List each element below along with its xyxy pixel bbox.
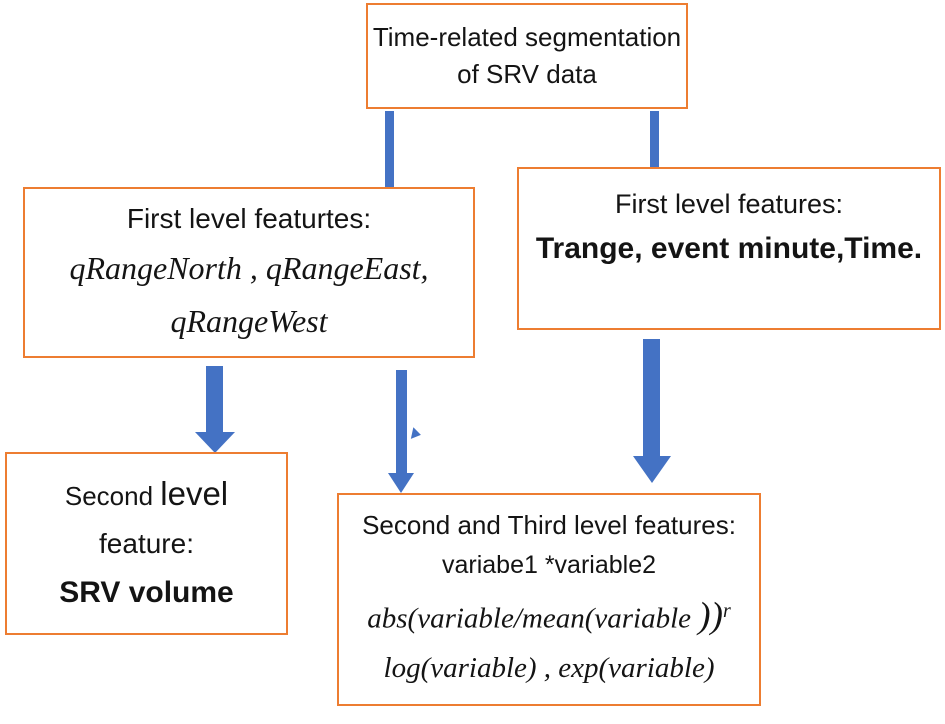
box-time-related-segmentation: Time-related segmentation of SRV data — [366, 3, 688, 109]
first-level-left-features-line2: qRangeWest — [170, 303, 328, 339]
arrow-left-shaft — [206, 366, 223, 433]
first-level-left-features-line1: qRangeNorth , qRangeEast, — [69, 250, 429, 286]
second-third-level-line2: variabe1 *variable2 — [441, 551, 657, 579]
box-second-third-level: Second and Third level features: variabe… — [337, 493, 761, 706]
top-box-line1: Time-related segmentation — [372, 22, 682, 52]
arrow-left-head — [195, 432, 235, 453]
first-level-right-title: First level features: — [614, 189, 844, 219]
line3-main: abs(variable/mean(variable — [367, 602, 699, 635]
second-level-line2: feature: — [99, 527, 194, 559]
box-second-level: Second level feature: SRV volume — [5, 452, 288, 635]
first-level-left-title: First level featurtes: — [126, 203, 372, 234]
second-level-title-part1: Second — [64, 480, 161, 511]
connector-top-to-left-box — [385, 111, 394, 189]
arrow-middle-head — [388, 473, 414, 493]
arrow-right-head — [633, 456, 671, 483]
second-level-title: Second level — [7, 470, 286, 520]
line3-parens: )) — [698, 595, 723, 637]
second-third-level-line4: log(variable) , exp(variable) — [383, 651, 715, 684]
second-third-level-line3: abs(variable/mean(variable ))r — [339, 585, 759, 645]
line3-superscript: r — [722, 600, 731, 622]
box-first-level-right: First level features: Trange, event minu… — [517, 167, 941, 330]
arrow-middle-shaft — [396, 370, 407, 474]
first-level-right-features: Trange, event minute,Time. — [535, 232, 923, 265]
stray-triangle-mark — [410, 427, 423, 441]
second-third-level-title: Second and Third level features: — [362, 510, 736, 540]
top-box-line2: of SRV data — [457, 59, 597, 89]
connector-top-to-right-box — [650, 111, 659, 169]
box-first-level-left: First level featurtes: qRangeNorth , qRa… — [23, 187, 475, 358]
second-level-feature: SRV volume — [59, 575, 234, 609]
second-level-title-part2: level — [160, 474, 229, 512]
arrow-right-shaft — [643, 339, 660, 457]
